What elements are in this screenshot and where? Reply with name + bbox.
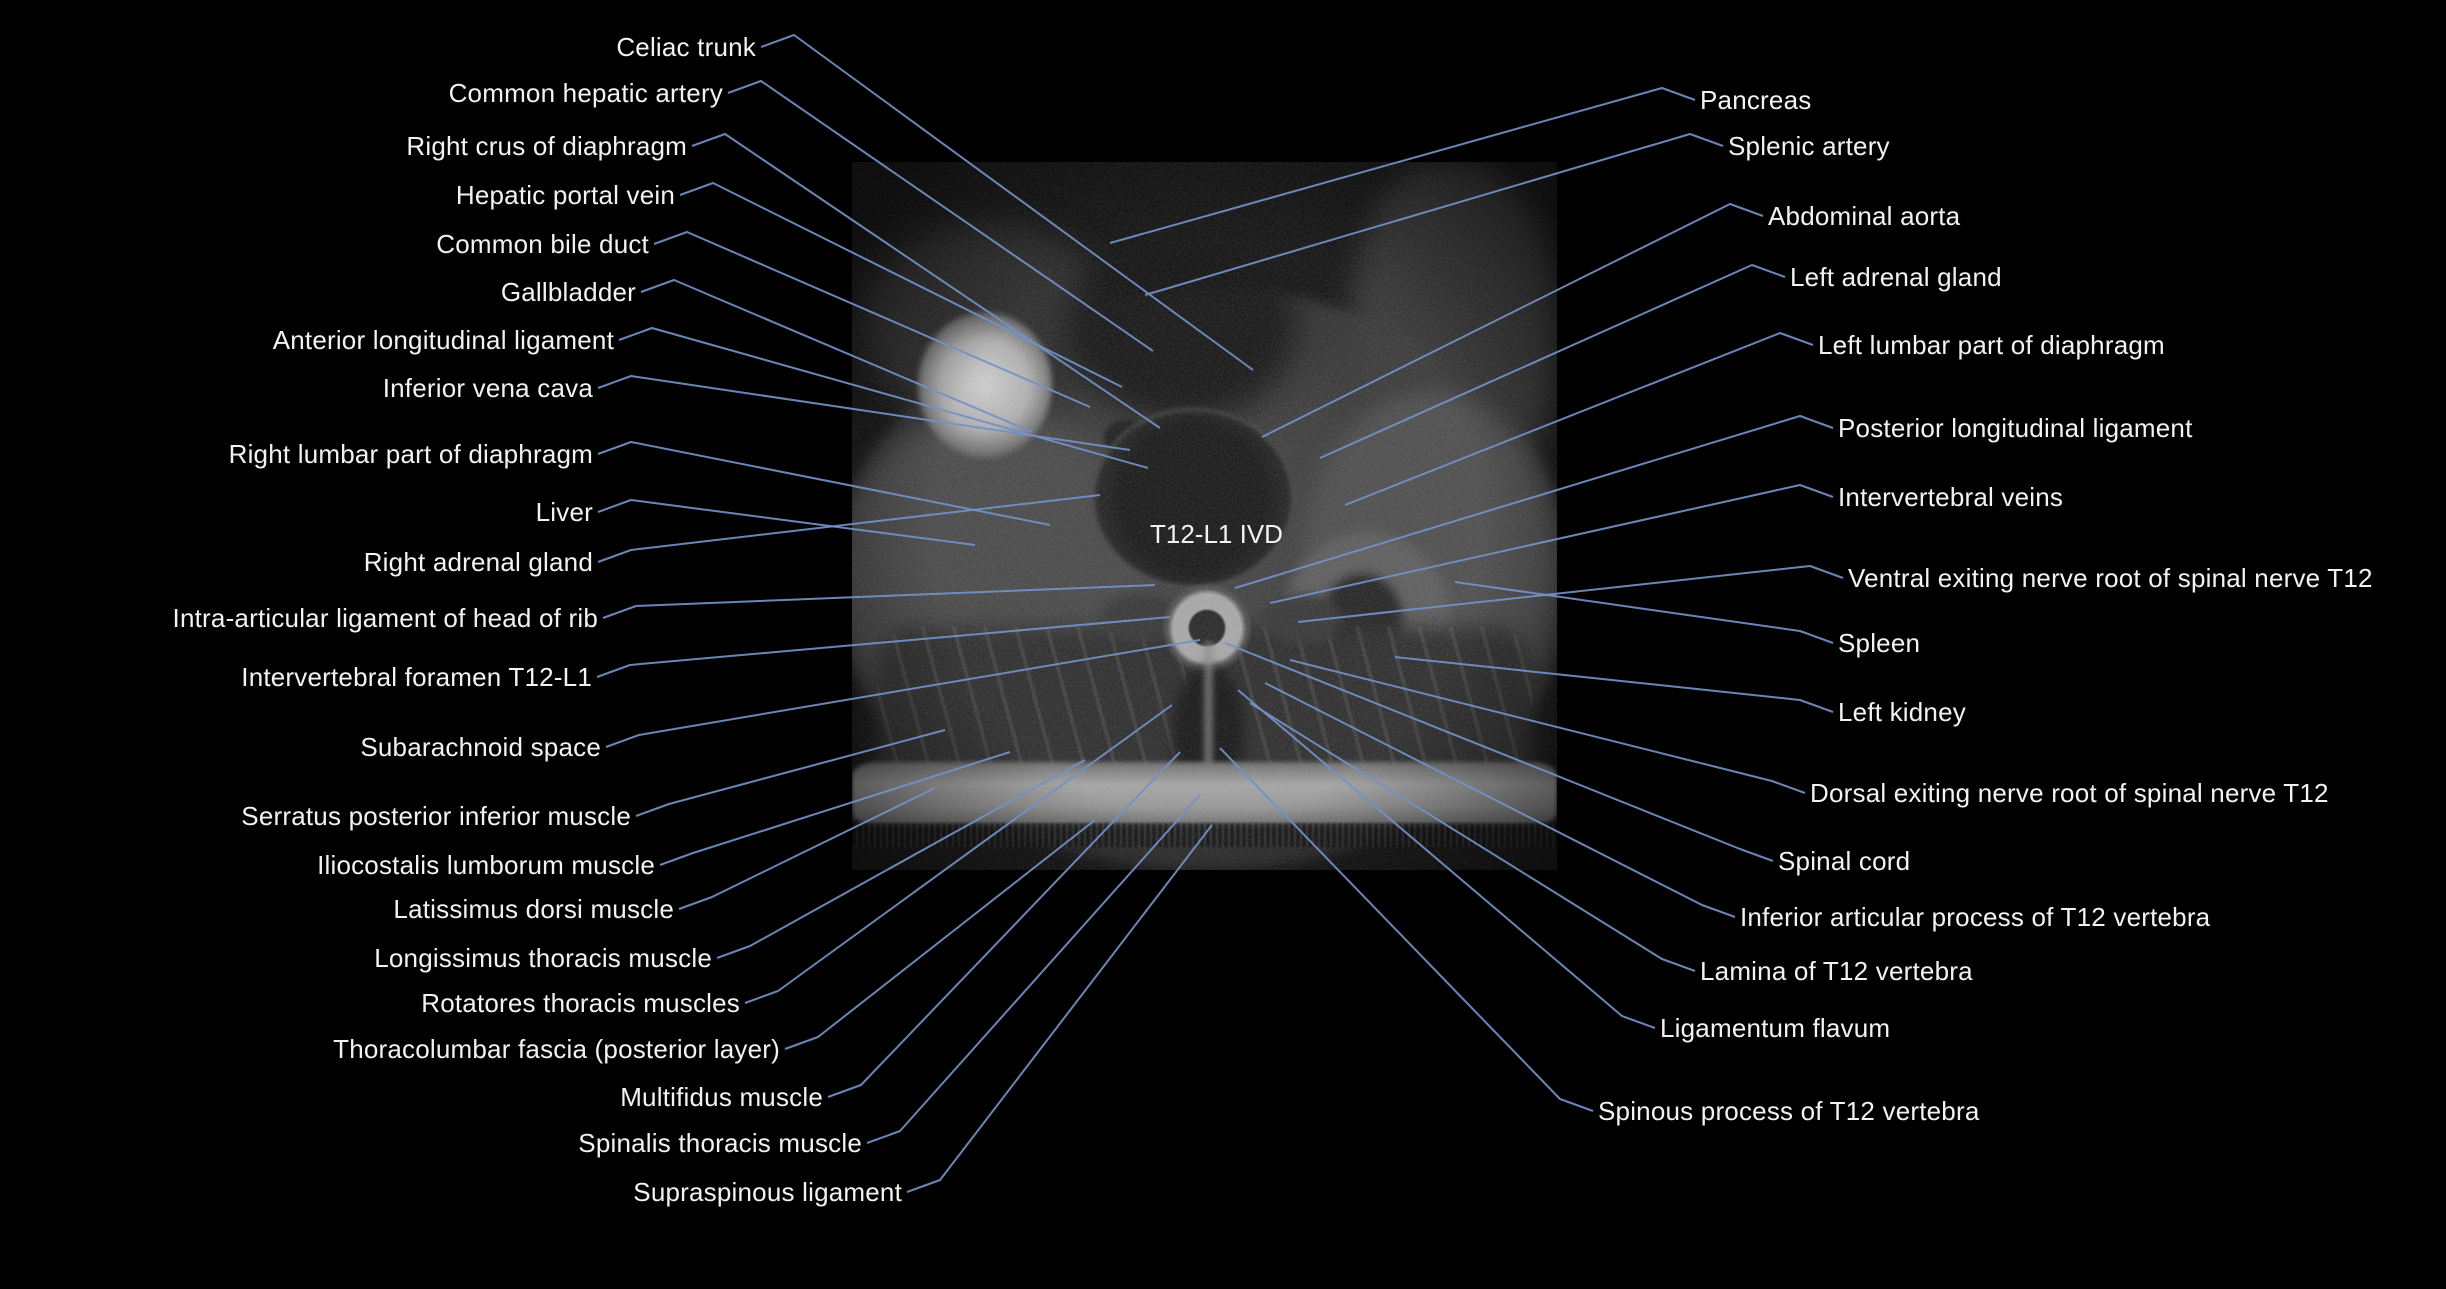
label-spinous-process-of-t12-vertebra: Spinous process of T12 vertebra: [1598, 1096, 1980, 1126]
label-rotatores-thoracis-muscles: Rotatores thoracis muscles: [421, 988, 740, 1018]
label-common-hepatic-artery: Common hepatic artery: [448, 78, 723, 108]
label-thoracolumbar-fascia-posterior-layer: Thoracolumbar fascia (posterior layer): [333, 1034, 780, 1064]
label-intervertebral-foramen-t12-l1: Intervertebral foramen T12-L1: [241, 662, 592, 692]
label-anterior-longitudinal-ligament: Anterior longitudinal ligament: [272, 325, 614, 355]
label-dorsal-exiting-nerve-root-of-spinal-nerve-t12: Dorsal exiting nerve root of spinal nerv…: [1810, 778, 2329, 808]
label-posterior-longitudinal-ligament: Posterior longitudinal ligament: [1838, 413, 2193, 443]
label-supraspinous-ligament: Supraspinous ligament: [633, 1177, 902, 1207]
label-left-adrenal-gland: Left adrenal gland: [1790, 262, 2002, 292]
label-liver: Liver: [535, 497, 593, 527]
label-left-lumbar-part-of-diaphragm: Left lumbar part of diaphragm: [1818, 330, 2165, 360]
label-gallbladder: Gallbladder: [500, 277, 636, 307]
label-right-lumbar-part-of-diaphragm: Right lumbar part of diaphragm: [228, 439, 593, 469]
label-hepatic-portal-vein: Hepatic portal vein: [455, 180, 675, 210]
label-multifidus-muscle: Multifidus muscle: [620, 1082, 823, 1112]
label-spinal-cord: Spinal cord: [1778, 846, 1911, 876]
label-ventral-exiting-nerve-root-of-spinal-nerve-t12: Ventral exiting nerve root of spinal ner…: [1848, 563, 2373, 593]
label-inferior-articular-process-of-t12-vertebra: Inferior articular process of T12 verteb…: [1740, 902, 2211, 932]
mri-axial-image: [852, 162, 1557, 870]
label-iliocostalis-lumborum-muscle: Iliocostalis lumborum muscle: [317, 850, 655, 880]
label-abdominal-aorta: Abdominal aorta: [1768, 201, 1961, 231]
label-intra-articular-ligament-of-head-of-rib: Intra-articular ligament of head of rib: [172, 603, 598, 633]
label-right-adrenal-gland: Right adrenal gland: [363, 547, 593, 577]
label-right-crus-of-diaphragm: Right crus of diaphragm: [406, 131, 687, 161]
label-common-bile-duct: Common bile duct: [436, 229, 649, 259]
mri-vignette: [852, 162, 1557, 870]
label-pancreas: Pancreas: [1700, 85, 1812, 115]
center-label-t12-l1-ivd: T12-L1 IVD: [1150, 519, 1283, 549]
leader-line-supraspinous-ligament: [906, 824, 1213, 1193]
label-intervertebral-veins: Intervertebral veins: [1838, 482, 2064, 512]
label-ligamentum-flavum: Ligamentum flavum: [1660, 1013, 1891, 1043]
label-latissimus-dorsi-muscle: Latissimus dorsi muscle: [393, 894, 674, 924]
label-splenic-artery: Splenic artery: [1728, 131, 1890, 161]
label-celiac-trunk: Celiac trunk: [616, 32, 756, 62]
label-inferior-vena-cava: Inferior vena cava: [382, 373, 593, 403]
label-lamina-of-t12-vertebra: Lamina of T12 vertebra: [1700, 956, 1973, 986]
label-spinalis-thoracis-muscle: Spinalis thoracis muscle: [578, 1128, 862, 1158]
label-serratus-posterior-inferior-muscle: Serratus posterior inferior muscle: [241, 801, 631, 831]
label-spleen: Spleen: [1838, 628, 1921, 658]
label-left-kidney: Left kidney: [1838, 697, 1966, 727]
label-longissimus-thoracis-muscle: Longissimus thoracis muscle: [374, 943, 712, 973]
label-subarachnoid-space: Subarachnoid space: [360, 732, 601, 762]
